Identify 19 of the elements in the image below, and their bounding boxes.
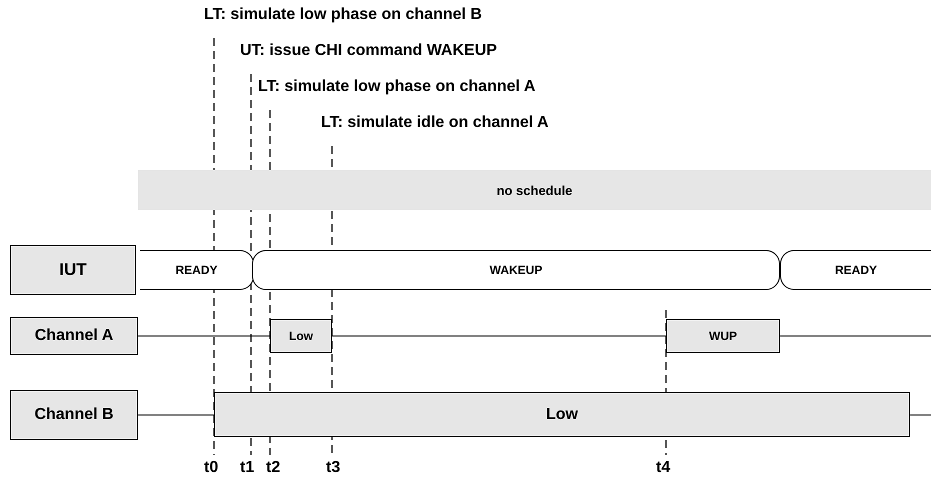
time-label: t3 (326, 459, 340, 477)
annotation-text: LT: simulate low phase on channel B (204, 6, 482, 24)
time-label: t4 (656, 459, 670, 477)
state-segment: READY (140, 250, 254, 290)
time-label: t0 (204, 459, 218, 477)
annotation-text: LT: simulate low phase on channel A (258, 78, 536, 96)
state-segment: READY (780, 250, 931, 290)
schedule-band: no schedule (138, 170, 931, 210)
annotation-text: LT: simulate idle on channel A (321, 114, 549, 132)
pulse-box: WUP (666, 319, 780, 353)
annotation-text: UT: issue CHI command WAKEUP (240, 42, 497, 60)
pulse-box: Low (214, 392, 910, 437)
pulse-box: Low (270, 319, 332, 353)
signal-name-box: Channel B (10, 390, 138, 440)
signal-name-box: Channel A (10, 317, 138, 355)
state-segment: WAKEUP (252, 250, 780, 290)
time-label: t1 (240, 459, 254, 477)
signal-name-box: IUT (10, 245, 136, 295)
time-label: t2 (266, 459, 280, 477)
